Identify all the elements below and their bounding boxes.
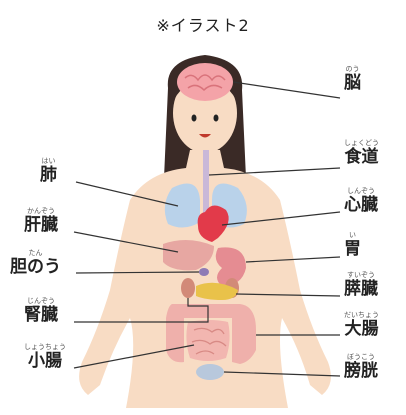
label-lungs: はい 肺 <box>40 158 57 184</box>
reading-heart: しんぞう <box>344 188 378 195</box>
reading-large-intestine: だいちょう <box>344 312 379 319</box>
name-small-intestine: 小腸 <box>24 353 66 370</box>
label-stomach: い 胃 <box>344 232 361 258</box>
name-stomach: 胃 <box>344 241 361 258</box>
name-heart: 心臓 <box>344 197 378 214</box>
reading-lungs: はい <box>40 158 57 165</box>
name-liver: 肝臓 <box>24 217 58 234</box>
label-bladder: ぼうこう 膀胱 <box>344 354 378 380</box>
leader-line-brain <box>233 82 340 98</box>
bladder <box>196 364 224 380</box>
label-heart: しんぞう 心臓 <box>344 188 378 214</box>
label-large-intestine: だいちょう 大腸 <box>344 312 379 338</box>
name-gallbladder: 胆のう <box>10 259 61 276</box>
name-esophagus: 食道 <box>344 149 379 166</box>
reading-pancreas: すいぞう <box>344 272 378 279</box>
label-brain: のう 脳 <box>344 66 361 92</box>
label-esophagus: しょくどう 食道 <box>344 140 379 166</box>
name-large-intestine: 大腸 <box>344 321 379 338</box>
left-kidney <box>181 278 195 298</box>
label-pancreas: すいぞう 膵臓 <box>344 272 378 298</box>
reading-kidneys: じんぞう <box>24 298 58 305</box>
name-kidneys: 腎臓 <box>24 307 58 324</box>
label-gallbladder: たん 胆のう <box>10 250 61 276</box>
label-small-intestine: しょうちょう 小腸 <box>24 344 66 370</box>
name-pancreas: 膵臓 <box>344 281 378 298</box>
reading-liver: かんぞう <box>24 208 58 215</box>
label-liver: かんぞう 肝臓 <box>24 208 58 234</box>
brain <box>177 63 233 101</box>
reading-esophagus: しょくどう <box>344 140 379 147</box>
name-brain: 脳 <box>344 75 361 92</box>
gallbladder <box>199 268 209 276</box>
reading-gallbladder: たん <box>10 250 61 257</box>
reading-bladder: ぼうこう <box>344 354 378 361</box>
left-eye <box>192 115 197 122</box>
reading-small-intestine: しょうちょう <box>24 344 66 351</box>
reading-brain: のう <box>344 66 361 73</box>
label-kidneys: じんぞう 腎臓 <box>24 298 58 324</box>
small-intestine <box>186 320 229 361</box>
right-eye <box>214 115 219 122</box>
name-bladder: 膀胱 <box>344 363 378 380</box>
reading-stomach: い <box>344 232 361 239</box>
name-lungs: 肺 <box>40 167 57 184</box>
